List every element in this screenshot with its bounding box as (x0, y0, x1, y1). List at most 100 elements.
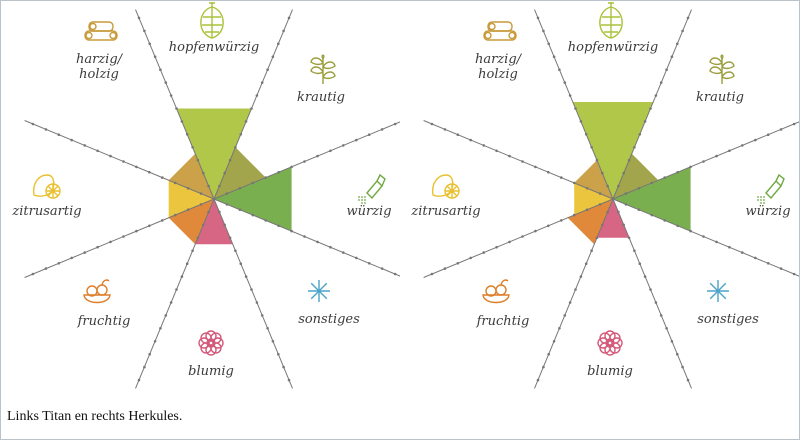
spoke-tick (590, 146, 593, 149)
spoke-tick (238, 187, 242, 190)
spoke-tick (153, 55, 157, 58)
spoke-tick (585, 187, 589, 190)
spoke-tick (31, 272, 35, 276)
spoke-tick (234, 146, 237, 149)
sonstiges-icon (308, 280, 330, 302)
harzig-icon (483, 21, 517, 41)
spoke-tick (260, 81, 264, 84)
spoke-tick (185, 133, 189, 136)
spoke-tick (225, 192, 229, 195)
spoke-tick (547, 42, 550, 46)
spoke-tick (560, 219, 563, 222)
spoke-tick (741, 144, 744, 147)
spoke-tick (702, 160, 705, 163)
spoke-tick (637, 187, 641, 190)
spoke-tick (469, 256, 472, 260)
spoke-tick (617, 184, 620, 188)
spoke-tick (547, 170, 550, 174)
spoke-tick (393, 272, 397, 276)
spoke-tick (393, 122, 397, 126)
spoke-tick (456, 262, 460, 265)
spoke-tick (169, 301, 173, 304)
spoke-tick (287, 16, 291, 20)
label-blumig: blumig (188, 364, 234, 379)
spoke-tick (180, 275, 184, 278)
spoke-tick (277, 170, 281, 174)
spoke-tick (175, 288, 178, 291)
spoke-tick (96, 149, 99, 153)
spoke-tick (367, 262, 371, 265)
spoke-tick (109, 154, 112, 158)
spoke-tick (792, 122, 796, 126)
spoke-tick (766, 133, 770, 136)
spoke-tick (159, 68, 162, 71)
spoke-tick (676, 224, 679, 228)
spoke-tick (266, 68, 269, 71)
spoke-tick (563, 314, 567, 317)
spoke-tick (572, 213, 576, 217)
spoke-tick (568, 94, 572, 97)
harzig-icon (84, 21, 118, 41)
spoke-tick (238, 208, 242, 211)
spoke-tick (83, 144, 86, 147)
spoke-tick (57, 262, 61, 265)
spoke-tick (601, 223, 604, 227)
spoke-tick (186, 208, 190, 211)
spoke-tick (715, 154, 718, 158)
spoke-line (534, 198, 614, 389)
spoke-tick (228, 158, 232, 162)
spoke-tick (766, 262, 770, 265)
spoke-tick (689, 165, 692, 169)
radar-svg-left: hopfenwürzigkrautigwürzigsonstigesblumig… (11, 2, 400, 389)
spoke-tick (681, 365, 684, 369)
sonstiges-icon (707, 280, 729, 302)
spoke-tick (159, 327, 162, 330)
spoke-tick (207, 210, 210, 214)
sector-krautig (214, 147, 266, 199)
spoke-tick (290, 165, 293, 169)
spoke-tick (563, 81, 567, 84)
label-zitrusartig: zitrusartig (410, 204, 480, 219)
spoke-tick (754, 138, 757, 142)
spoke-tick (650, 181, 654, 185)
spoke-tick (633, 249, 636, 252)
spoke-tick (579, 275, 583, 278)
spoke-line (24, 198, 215, 278)
label-sonstiges: sonstiges (697, 312, 759, 327)
spoke-tick (266, 327, 269, 330)
spoke-line (612, 9, 692, 200)
spoke-line (612, 198, 799, 277)
spoke-tick (572, 181, 576, 185)
spoke-tick (196, 236, 200, 240)
sector-blumig (596, 199, 630, 238)
spoke-tick (96, 245, 99, 249)
spoke-tick (649, 107, 652, 110)
spoke-tick (495, 149, 498, 153)
spoke-tick (456, 133, 460, 136)
spoke-tick (779, 267, 783, 270)
radar-svg-right: hopfenwürzigkrautigwürzigsonstigesblumig… (410, 2, 799, 389)
blumig-icon (597, 330, 623, 356)
label-wuerzig: würzig (346, 204, 391, 219)
spoke-tick (202, 223, 205, 227)
spoke-tick (135, 165, 138, 169)
label-zitrusartig: zitrusartig (11, 204, 81, 219)
spoke-tick (223, 223, 226, 227)
spoke-tick (191, 146, 194, 149)
spoke-tick (173, 213, 177, 217)
spoke-tick (44, 267, 48, 270)
spoke-tick (148, 170, 151, 174)
spoke-tick (70, 138, 73, 142)
spoke-tick (585, 208, 589, 211)
spoke-tick (199, 192, 203, 195)
spoke-tick (303, 160, 306, 163)
spoke-tick (638, 262, 642, 266)
sector-harzig (168, 153, 214, 199)
spoke-tick (670, 55, 674, 58)
spoke-line (534, 9, 614, 200)
spoke-tick (218, 210, 221, 214)
spoke-tick (643, 120, 647, 123)
label-hopfenwuerzig: hopfenwürzig (169, 40, 259, 55)
